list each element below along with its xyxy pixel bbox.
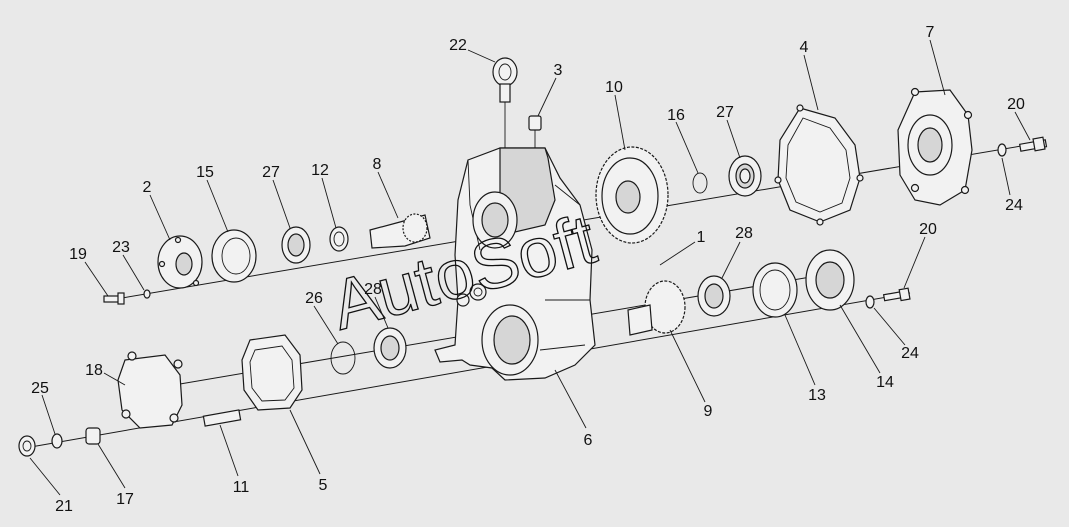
callout-24-lower: 24 bbox=[901, 345, 919, 362]
circlip-lower bbox=[330, 341, 356, 375]
spacer bbox=[85, 427, 101, 445]
callout-7: 7 bbox=[926, 24, 935, 41]
callout-4: 4 bbox=[800, 39, 809, 56]
callout-28-left: 28 bbox=[364, 281, 382, 298]
callout-1: 1 bbox=[697, 229, 706, 246]
callout-2: 2 bbox=[143, 179, 152, 196]
end-cover-lower bbox=[805, 249, 855, 311]
gasket-large bbox=[774, 104, 864, 226]
callout-10: 10 bbox=[605, 79, 623, 96]
callout-16: 16 bbox=[667, 107, 685, 124]
callout-9: 9 bbox=[704, 403, 713, 420]
end-cover-upper bbox=[897, 87, 973, 206]
large-gear bbox=[595, 146, 669, 244]
gasket-lower-right bbox=[752, 262, 798, 318]
callout-18: 18 bbox=[85, 362, 103, 379]
callout-25: 25 bbox=[31, 380, 49, 397]
callout-5: 5 bbox=[319, 477, 328, 494]
gearbox-housing bbox=[434, 147, 596, 381]
callout-26: 26 bbox=[305, 290, 323, 307]
bearing-upper-right bbox=[728, 155, 762, 197]
bearing-upper-left bbox=[281, 226, 311, 264]
bearing-lower-left bbox=[373, 327, 407, 369]
input-cover bbox=[157, 235, 203, 289]
callout-6: 6 bbox=[584, 432, 593, 449]
eye-bolt bbox=[492, 57, 518, 148]
circlip-upper bbox=[692, 172, 708, 194]
input-shaft bbox=[369, 213, 431, 249]
callout-17: 17 bbox=[116, 491, 134, 508]
washer-upper-right bbox=[997, 143, 1007, 157]
callout-8: 8 bbox=[373, 156, 382, 173]
bolt-lower-right bbox=[882, 287, 911, 302]
callout-24-upper: 24 bbox=[1005, 197, 1023, 214]
breather-plug bbox=[528, 115, 542, 148]
oil-seal bbox=[329, 226, 349, 252]
callout-15: 15 bbox=[196, 164, 214, 181]
callout-3: 3 bbox=[554, 62, 563, 79]
output-shaft bbox=[202, 409, 242, 427]
callout-28-right: 28 bbox=[735, 225, 753, 242]
callout-22: 22 bbox=[449, 37, 467, 54]
callout-23: 23 bbox=[112, 239, 130, 256]
callout-19: 19 bbox=[69, 246, 87, 263]
callout-12: 12 bbox=[311, 162, 329, 179]
washer-lower-left bbox=[51, 433, 63, 449]
callout-13: 13 bbox=[808, 387, 826, 404]
rear-cover bbox=[117, 351, 183, 429]
callout-20-upper: 20 bbox=[1007, 96, 1025, 113]
washer-lower-right bbox=[865, 295, 875, 309]
callout-11: 11 bbox=[233, 479, 250, 496]
callout-leaders bbox=[29, 39, 1031, 496]
pinion-gear bbox=[627, 280, 686, 336]
callout-27-right: 27 bbox=[716, 104, 734, 121]
callout-14: 14 bbox=[876, 374, 894, 391]
nut bbox=[18, 435, 36, 457]
callout-21: 21 bbox=[55, 498, 73, 515]
gasket-small bbox=[211, 229, 257, 283]
callout-27-left: 27 bbox=[262, 164, 280, 181]
bolt-left bbox=[103, 292, 125, 305]
bearing-lower-right bbox=[697, 275, 731, 317]
callout-labels: 22 3 10 16 27 4 7 20 24 2 15 27 12 8 19 … bbox=[31, 24, 1025, 515]
gasket-lower-left bbox=[241, 334, 303, 411]
bolt-upper-right bbox=[1018, 136, 1048, 152]
callout-20-lower: 20 bbox=[919, 221, 937, 238]
washer-left bbox=[143, 289, 151, 299]
